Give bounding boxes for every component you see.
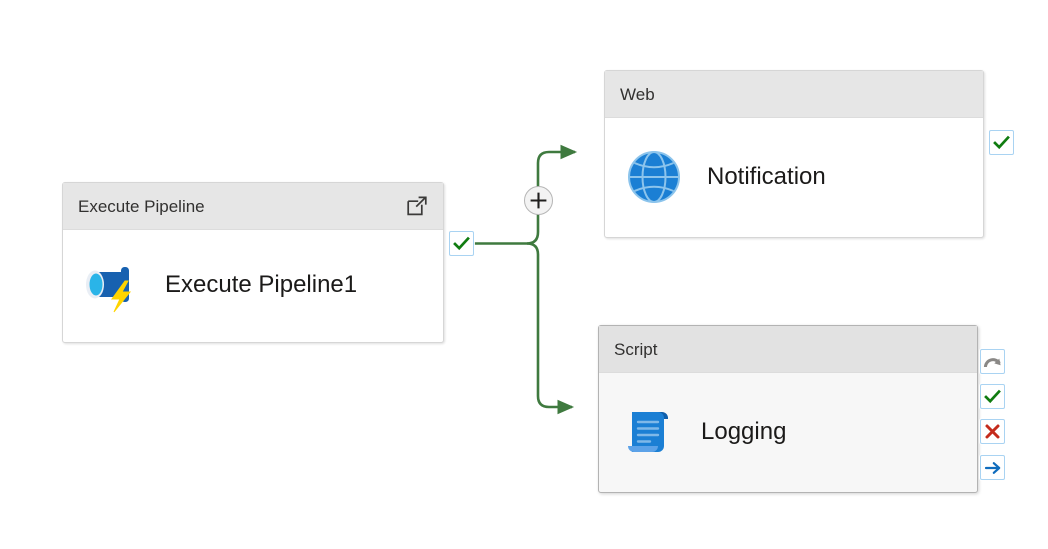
add-activity-button[interactable] <box>524 186 553 215</box>
activity-node-script[interactable]: Script Logging <box>598 325 978 493</box>
plus-icon <box>530 192 547 209</box>
green-check-icon <box>984 389 1001 404</box>
activity-node-web[interactable]: Web Notification <box>604 70 984 238</box>
red-cross-icon <box>985 424 1000 439</box>
completion-handle-script[interactable] <box>980 455 1005 480</box>
success-handle-web[interactable] <box>989 130 1014 155</box>
gray-rotate-arrow-icon <box>983 358 1001 368</box>
activity-node-execute-pipeline[interactable]: Execute Pipeline <box>62 182 444 343</box>
node-header: Script <box>599 326 977 373</box>
node-type-label: Script <box>614 340 658 358</box>
activity-name-label: Logging <box>701 417 787 445</box>
connector-to-script <box>526 242 575 415</box>
node-body: Notification <box>605 118 983 236</box>
node-body: Logging <box>599 373 977 491</box>
node-header: Execute Pipeline <box>63 183 443 230</box>
activity-name-label: Execute Pipeline1 <box>165 271 358 299</box>
node-type-label: Execute Pipeline <box>78 197 205 215</box>
skipped-handle-script[interactable] <box>980 349 1005 374</box>
open-in-new-icon[interactable] <box>405 194 429 218</box>
failure-handle-script[interactable] <box>980 419 1005 444</box>
blue-arrow-icon <box>984 461 1000 474</box>
green-check-icon <box>993 135 1010 150</box>
activity-name-label: Notification <box>707 162 826 190</box>
success-handle-script[interactable] <box>980 384 1005 409</box>
success-handle-execute-pipeline[interactable] <box>449 231 474 256</box>
globe-icon <box>623 146 685 208</box>
script-scroll-icon <box>617 401 679 463</box>
node-body: Execute Pipeline1 <box>63 230 443 341</box>
green-check-icon <box>453 236 470 251</box>
execute-pipeline-icon <box>81 255 143 317</box>
node-type-label: Web <box>620 85 655 103</box>
node-header: Web <box>605 71 983 118</box>
